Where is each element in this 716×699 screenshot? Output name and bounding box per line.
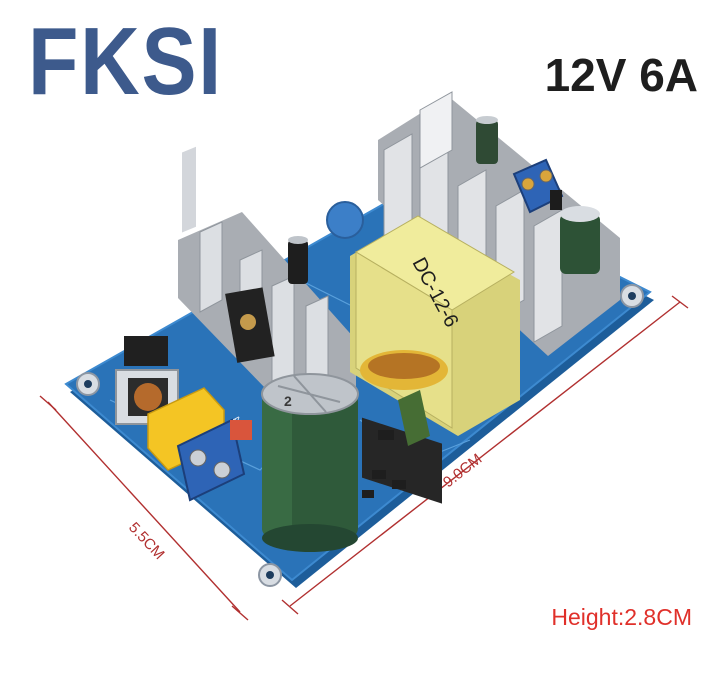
input-terminal [176,418,252,502]
spec-label: 12V 6A [544,49,698,101]
brand-logo-text: FKSI [28,8,223,115]
small-capacitors [288,116,600,446]
left-heatsink [178,146,356,420]
dimension-lines [39,295,689,621]
mounting-holes [76,284,644,587]
smd-components [362,430,406,498]
main-capacitor: 2 [261,373,359,552]
output-terminal [512,158,564,214]
input-inductor [115,336,179,425]
transformer: DC-12-6 [350,215,520,504]
capacitor-mark: 2 [284,393,292,409]
height-label: Height:2.8CM [551,604,692,630]
